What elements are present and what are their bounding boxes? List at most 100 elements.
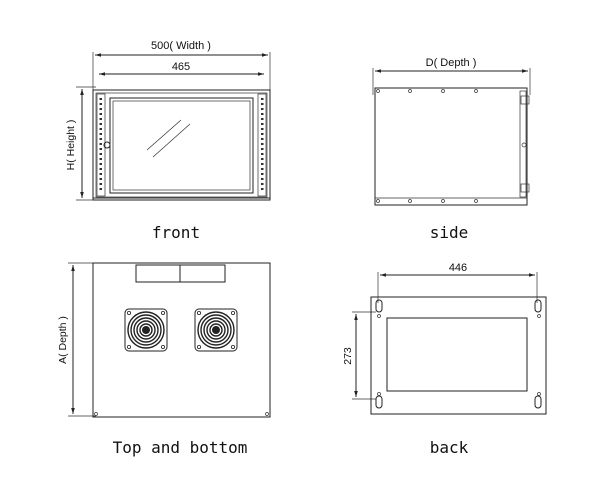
- glass-reflection-1: [146, 119, 182, 151]
- side-depth-label: D( Depth ): [426, 57, 477, 69]
- rail-hole: [99, 173, 102, 175]
- top-corner-hole: [265, 412, 269, 416]
- front-glass-door: [109, 97, 254, 194]
- rail-hole: [261, 113, 264, 115]
- top-panel-outline: [92, 262, 271, 418]
- fan-ring: [136, 320, 156, 340]
- rail-hole: [99, 103, 102, 105]
- fan-ring: [206, 320, 226, 340]
- back-panel-outline: [370, 296, 547, 415]
- front-inner-width-label: 465: [172, 61, 190, 73]
- rail-hole: [99, 183, 102, 185]
- fan-screw: [230, 310, 235, 315]
- rail-hole: [99, 128, 102, 130]
- back-height-label: 273: [342, 347, 354, 365]
- glass-reflection-2: [152, 123, 191, 158]
- back-small-hole: [377, 392, 381, 396]
- fan-icon-right: [194, 308, 238, 352]
- rail-hole: [99, 138, 102, 140]
- rail-hole: [99, 168, 102, 170]
- rail-hole: [261, 168, 264, 170]
- rail-hole: [261, 158, 264, 160]
- back-small-hole: [377, 314, 381, 318]
- rail-hole: [261, 128, 264, 130]
- front-label: front: [152, 223, 200, 242]
- side-hole: [376, 199, 380, 203]
- fan-ring: [130, 314, 162, 346]
- rail-hole: [261, 133, 264, 135]
- back-opening: [386, 317, 528, 392]
- rail-hole: [261, 153, 264, 155]
- fan-ring: [139, 323, 153, 337]
- front-right-rail: [257, 93, 267, 197]
- fan-screw: [230, 344, 235, 349]
- rail-hole: [261, 188, 264, 190]
- front-glass-pane: [112, 100, 251, 191]
- fan-screw: [127, 344, 132, 349]
- fan-screw: [127, 310, 132, 315]
- fan-ring: [133, 317, 159, 343]
- side-hinge-bottom: [520, 183, 530, 193]
- fan-hub: [212, 326, 220, 334]
- fan-icon-left: [124, 308, 168, 352]
- side-hinge-top: [520, 95, 530, 105]
- rail-hole: [99, 108, 102, 110]
- side-hole: [408, 89, 412, 93]
- rail-hole: [261, 98, 264, 100]
- rail-hole: [99, 148, 102, 150]
- back-mount-hole-tl: [375, 299, 383, 313]
- front-height-label: H( Height ): [65, 120, 77, 171]
- side-door-edge: [519, 90, 527, 198]
- door-lock-icon: [103, 141, 111, 149]
- fan-frame: [124, 308, 168, 352]
- rail-hole: [261, 148, 264, 150]
- back-mount-hole-bl: [375, 395, 383, 409]
- rail-hole: [261, 163, 264, 165]
- rail-hole: [261, 108, 264, 110]
- top-depth-label: A( Depth ): [57, 316, 69, 364]
- fan-frame: [194, 308, 238, 352]
- top-bottom-view: A( Depth ): [57, 262, 271, 418]
- rail-hole: [99, 178, 102, 180]
- side-hole: [441, 89, 445, 93]
- rail-hole: [261, 178, 264, 180]
- rail-hole: [99, 158, 102, 160]
- side-hole: [376, 89, 380, 93]
- rail-hole: [99, 188, 102, 190]
- front-left-rail: [96, 93, 106, 197]
- side-view: D( Depth ): [372, 57, 531, 206]
- rail-hole: [261, 103, 264, 105]
- rail-hole: [99, 123, 102, 125]
- back-small-hole: [537, 314, 541, 318]
- rail-hole: [261, 143, 264, 145]
- back-small-hole: [537, 392, 541, 396]
- side-hole: [521, 142, 527, 148]
- fan-screw: [160, 310, 165, 315]
- fan-screw: [160, 344, 165, 349]
- rail-hole: [261, 118, 264, 120]
- rail-hole: [99, 163, 102, 165]
- fan-ring: [127, 311, 165, 349]
- side-hole: [408, 199, 412, 203]
- top-corner-hole: [94, 412, 98, 416]
- side-label: side: [430, 223, 469, 242]
- fan-hub: [142, 326, 150, 334]
- rail-hole: [261, 123, 264, 125]
- back-mount-hole-br: [534, 395, 542, 409]
- fan-ring: [203, 317, 229, 343]
- rail-hole: [99, 98, 102, 100]
- rail-hole: [99, 113, 102, 115]
- rail-hole: [261, 138, 264, 140]
- fan-ring: [209, 323, 223, 337]
- fan-screw: [196, 310, 201, 315]
- side-hole: [474, 199, 478, 203]
- rail-hole: [99, 153, 102, 155]
- side-panel-outline: [374, 87, 528, 206]
- front-cabinet-inner: [95, 92, 268, 198]
- front-cabinet-outline: [92, 89, 271, 201]
- rail-hole: [261, 183, 264, 185]
- back-view: 446 273: [342, 262, 547, 415]
- back-width-label: 446: [449, 262, 467, 274]
- top-bottom-label: Top and bottom: [113, 438, 248, 457]
